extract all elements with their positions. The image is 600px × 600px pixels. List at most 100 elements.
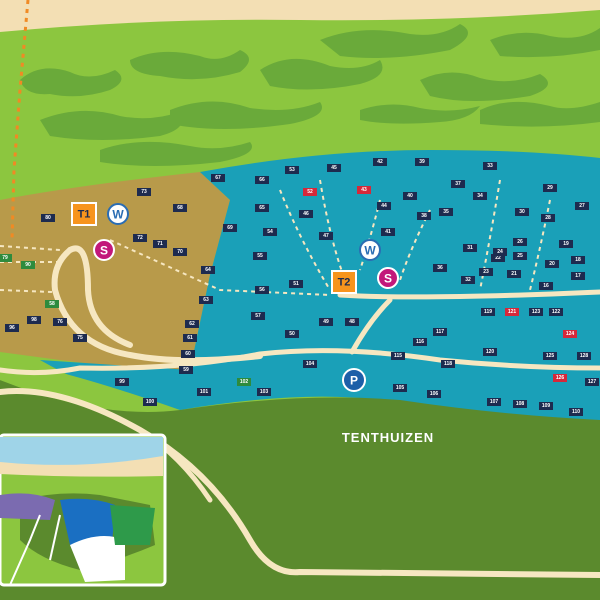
plot-53[interactable]: 53 bbox=[285, 166, 299, 174]
plot-71[interactable]: 71 bbox=[153, 240, 167, 248]
plot-19[interactable]: 19 bbox=[559, 240, 573, 248]
water-icon[interactable]: W bbox=[107, 203, 129, 225]
plot-118[interactable]: 118 bbox=[441, 360, 455, 368]
plot-61[interactable]: 61 bbox=[183, 334, 197, 342]
overview-inset[interactable] bbox=[0, 433, 167, 587]
plot-56[interactable]: 56 bbox=[255, 286, 269, 294]
shop-icon[interactable]: S bbox=[93, 239, 115, 261]
plot-47[interactable]: 47 bbox=[319, 232, 333, 240]
plot-128[interactable]: 128 bbox=[577, 352, 591, 360]
plot-38[interactable]: 38 bbox=[417, 212, 431, 220]
plot-31[interactable]: 31 bbox=[463, 244, 477, 252]
plot-20[interactable]: 20 bbox=[545, 260, 559, 268]
parking-icon[interactable]: P bbox=[342, 368, 366, 392]
plot-57[interactable]: 57 bbox=[251, 312, 265, 320]
plot-103[interactable]: 103 bbox=[257, 388, 271, 396]
plot-27[interactable]: 27 bbox=[575, 202, 589, 210]
plot-116[interactable]: 116 bbox=[413, 338, 427, 346]
plot-68[interactable]: 68 bbox=[173, 204, 187, 212]
plot-80[interactable]: 80 bbox=[41, 214, 55, 222]
plot-127[interactable]: 127 bbox=[585, 378, 599, 386]
plot-63[interactable]: 63 bbox=[199, 296, 213, 304]
plot-120[interactable]: 120 bbox=[483, 348, 497, 356]
plot-98[interactable]: 98 bbox=[27, 316, 41, 324]
plot-117[interactable]: 117 bbox=[433, 328, 447, 336]
plot-17[interactable]: 17 bbox=[571, 272, 585, 280]
plot-108[interactable]: 108 bbox=[513, 400, 527, 408]
plot-37[interactable]: 37 bbox=[451, 180, 465, 188]
plot-73[interactable]: 73 bbox=[137, 188, 151, 196]
plot-101[interactable]: 101 bbox=[197, 388, 211, 396]
plot-32[interactable]: 32 bbox=[461, 276, 475, 284]
plot-54[interactable]: 54 bbox=[263, 228, 277, 236]
plot-123[interactable]: 123 bbox=[529, 308, 543, 316]
plot-50[interactable]: 50 bbox=[285, 330, 299, 338]
plot-58[interactable]: 58 bbox=[45, 300, 59, 308]
plot-69[interactable]: 69 bbox=[223, 224, 237, 232]
plot-25[interactable]: 25 bbox=[513, 252, 527, 260]
plot-99[interactable]: 99 bbox=[115, 378, 129, 386]
plot-18[interactable]: 18 bbox=[571, 256, 585, 264]
water-icon[interactable]: W bbox=[359, 239, 381, 261]
plot-119[interactable]: 119 bbox=[481, 308, 495, 316]
plot-115[interactable]: 115 bbox=[391, 352, 405, 360]
plot-121[interactable]: 121 bbox=[505, 308, 519, 316]
plot-30[interactable]: 30 bbox=[515, 208, 529, 216]
plot-65[interactable]: 65 bbox=[255, 204, 269, 212]
plot-48[interactable]: 48 bbox=[345, 318, 359, 326]
plot-21[interactable]: 21 bbox=[507, 270, 521, 278]
toilet-icon[interactable]: T2 bbox=[331, 270, 357, 294]
plot-66[interactable]: 66 bbox=[255, 176, 269, 184]
plot-49[interactable]: 49 bbox=[319, 318, 333, 326]
toilet-icon[interactable]: T1 bbox=[71, 202, 97, 226]
plot-24[interactable]: 24 bbox=[493, 248, 507, 256]
plot-33[interactable]: 33 bbox=[483, 162, 497, 170]
plot-44[interactable]: 44 bbox=[377, 202, 391, 210]
plot-36[interactable]: 36 bbox=[433, 264, 447, 272]
plot-59[interactable]: 59 bbox=[179, 366, 193, 374]
plot-22[interactable]: 22 bbox=[491, 254, 505, 262]
plot-23[interactable]: 23 bbox=[479, 268, 493, 276]
plot-16[interactable]: 16 bbox=[539, 282, 553, 290]
plot-51[interactable]: 51 bbox=[289, 280, 303, 288]
plot-40[interactable]: 40 bbox=[403, 192, 417, 200]
plot-104[interactable]: 104 bbox=[303, 360, 317, 368]
plot-42[interactable]: 42 bbox=[373, 158, 387, 166]
plot-79[interactable]: 79 bbox=[0, 254, 12, 262]
plot-109[interactable]: 109 bbox=[539, 402, 553, 410]
plot-124[interactable]: 124 bbox=[563, 330, 577, 338]
plot-122[interactable]: 122 bbox=[549, 308, 563, 316]
plot-90[interactable]: 90 bbox=[21, 261, 35, 269]
plot-41[interactable]: 41 bbox=[381, 228, 395, 236]
plot-105[interactable]: 105 bbox=[393, 384, 407, 392]
plot-64[interactable]: 64 bbox=[201, 266, 215, 274]
plot-60[interactable]: 60 bbox=[181, 350, 195, 358]
plot-34[interactable]: 34 bbox=[473, 192, 487, 200]
plot-76[interactable]: 76 bbox=[53, 318, 67, 326]
plot-72[interactable]: 72 bbox=[133, 234, 147, 242]
plot-28[interactable]: 28 bbox=[541, 214, 555, 222]
plot-46[interactable]: 46 bbox=[299, 210, 313, 218]
plot-52[interactable]: 52 bbox=[303, 188, 317, 196]
plot-126[interactable]: 126 bbox=[553, 374, 567, 382]
plot-62[interactable]: 62 bbox=[185, 320, 199, 328]
plot-75[interactable]: 75 bbox=[73, 334, 87, 342]
plot-100[interactable]: 100 bbox=[143, 398, 157, 406]
plot-55[interactable]: 55 bbox=[253, 252, 267, 260]
plot-35[interactable]: 35 bbox=[439, 208, 453, 216]
shop-icon[interactable]: S bbox=[377, 267, 399, 289]
plot-125[interactable]: 125 bbox=[543, 352, 557, 360]
plot-106[interactable]: 106 bbox=[427, 390, 441, 398]
plot-43[interactable]: 43 bbox=[357, 186, 371, 194]
plot-29[interactable]: 29 bbox=[543, 184, 557, 192]
plot-96[interactable]: 96 bbox=[5, 324, 19, 332]
plot-102[interactable]: 102 bbox=[237, 378, 251, 386]
plot-marker bbox=[463, 244, 477, 252]
plot-39[interactable]: 39 bbox=[415, 158, 429, 166]
plot-67[interactable]: 67 bbox=[211, 174, 225, 182]
plot-110[interactable]: 110 bbox=[569, 408, 583, 416]
plot-45[interactable]: 45 bbox=[327, 164, 341, 172]
plot-26[interactable]: 26 bbox=[513, 238, 527, 246]
plot-70[interactable]: 70 bbox=[173, 248, 187, 256]
plot-107[interactable]: 107 bbox=[487, 398, 501, 406]
